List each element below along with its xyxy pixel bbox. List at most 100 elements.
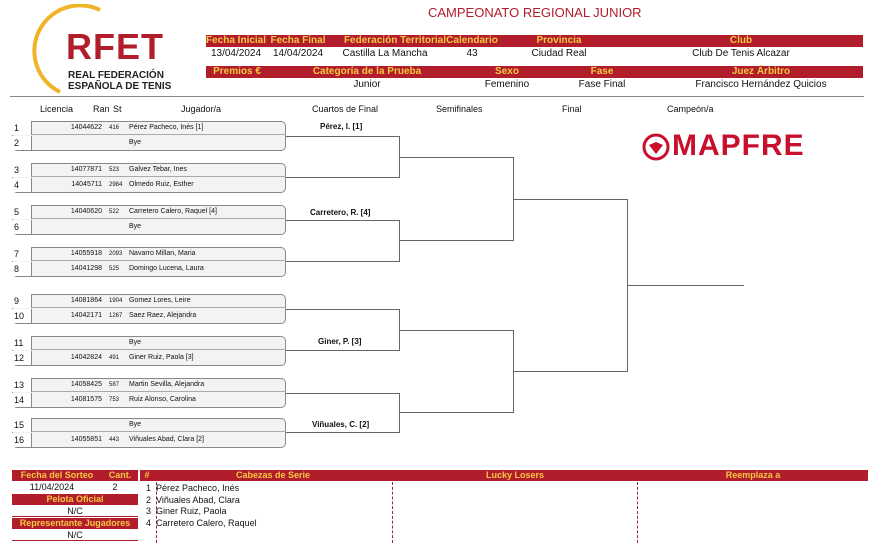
col-final: Final	[562, 104, 582, 114]
match-box	[12, 121, 286, 151]
final-bracket	[514, 199, 628, 372]
hdr-categoria: Categoría de la Prueba	[312, 66, 422, 77]
hdr-provincia: Provincia	[536, 35, 582, 46]
divider	[10, 96, 864, 97]
player-name: Bye	[129, 223, 142, 230]
player-rank: 525	[109, 266, 120, 272]
player-licence: 14055918	[70, 250, 102, 257]
player-rank: 2984	[109, 182, 123, 188]
val-categoria: Junior	[353, 79, 381, 90]
seed-num: 4	[146, 517, 152, 528]
footer: Fecha del Sorteo Cant. 11/04/2024 2 Pelo…	[0, 470, 869, 543]
hdr-sexo: Sexo	[495, 66, 519, 77]
player-row: 5 14040620 522 Carretero Calero, Raquel [4]	[12, 205, 286, 219]
seed-row: 4 Carretero Calero, Raquel	[146, 518, 257, 530]
draw-position: 4	[12, 178, 32, 192]
draw-position: 2	[12, 136, 32, 150]
page-title: CAMPEONATO REGIONAL JUNIOR	[428, 5, 642, 20]
draw-position: 13	[12, 378, 32, 392]
foot-cant-label: Cant.	[102, 470, 138, 481]
hdr-calendario: Calendario	[446, 35, 498, 46]
mapfre-emblem-icon	[642, 133, 670, 161]
player-licence: 14040620	[70, 208, 102, 215]
foot-cabezas-label: Cabezas de Serie	[154, 470, 392, 481]
player-row: 6 Bye	[12, 220, 286, 234]
col-cuartos: Cuartos de Final	[312, 104, 379, 114]
logo-text: RFET	[66, 26, 164, 67]
player-name: Saez Raez, Alejandra	[129, 312, 197, 319]
rfet-logo: RFET REAL FEDERACIÓN ESPAÑOLA DE TENIS	[30, 4, 195, 94]
hdr-fecha-final: Fecha Final	[270, 35, 326, 46]
draw-position: 12	[12, 351, 32, 365]
info-header-row-2: Premios € Categoría de la Prueba Sexo Fa…	[206, 66, 863, 78]
champion-line	[628, 285, 744, 287]
info-value-row-1: 13/04/2024 14/04/2024 Castilla La Mancha…	[206, 48, 863, 60]
info-header-row-1: Fecha Inicial Fecha Final Federación Ter…	[206, 35, 863, 47]
foot-repr-value: N/C	[12, 530, 138, 541]
player-rank: 416	[109, 125, 120, 131]
player-licence: 14077871	[70, 166, 102, 173]
draw-position: 10	[12, 309, 32, 323]
qf-bracket	[286, 393, 400, 433]
match-box	[12, 163, 286, 193]
player-rank: 1267	[109, 313, 123, 319]
player-name: Carretero Calero, Raquel [4]	[129, 208, 217, 215]
logo-sub1: REAL FEDERACIÓN	[68, 70, 164, 81]
qf-winner-4: Viñuales, C. [2]	[312, 420, 370, 429]
seed-name: Pérez Pacheco, Inés	[156, 483, 240, 493]
player-rank: 522	[109, 209, 120, 215]
player-licence: 14041298	[70, 265, 102, 272]
player-licence: 14044622	[70, 124, 102, 131]
foot-pelota-label: Pelota Oficial	[12, 494, 138, 505]
player-name: Bye	[129, 139, 142, 146]
seed-name: Carretero Calero, Raquel	[156, 517, 257, 528]
match-box	[12, 378, 286, 408]
player-licence: 14081864	[70, 297, 102, 304]
seed-row: 3 Giner Ruiz, Paola	[146, 506, 257, 518]
player-name: Domingo Lucena, Laura	[129, 265, 204, 272]
foot-pelota-value: N/C	[12, 506, 138, 517]
seed-name: Viñuales Abad, Clara	[156, 494, 240, 505]
col-st: St	[113, 104, 122, 114]
draw-position: 7	[12, 247, 32, 261]
qf-bracket	[286, 220, 400, 262]
draw-position: 1	[12, 121, 32, 135]
player-name: Ruiz Alonso, Carolina	[129, 396, 196, 403]
foot-cant-value: 2	[112, 482, 118, 492]
seed-row: 1 Pérez Pacheco, Inés	[146, 483, 257, 495]
foot-sorteo-label: Fecha del Sorteo	[12, 470, 102, 481]
qf-bracket	[286, 309, 400, 351]
info-value-row-2: Junior Femenino Fase Final Francisco Her…	[206, 79, 863, 91]
seed-num: 1	[146, 483, 152, 493]
tennis-ball-icon	[32, 4, 101, 94]
col-jugador: Jugador/a	[181, 104, 222, 114]
seed-list: 1 Pérez Pacheco, Inés 2 Viñuales Abad, C…	[146, 483, 257, 529]
player-rank: 491	[109, 355, 120, 361]
seed-num: 2	[146, 494, 152, 505]
draw-position: 6	[12, 220, 32, 234]
match-box	[12, 247, 286, 277]
player-name: Martin Sevilla, Alejandra	[129, 381, 205, 388]
foot-reemplaza-label: Reemplaza a	[638, 470, 868, 481]
hdr-fecha-inicial: Fecha Inicial	[206, 35, 267, 46]
draw-position: 9	[12, 294, 32, 308]
hdr-club: Club	[729, 35, 753, 46]
foot-col-div-2	[392, 482, 393, 543]
hdr-federacion: Federación Territorial	[343, 35, 447, 46]
qf-winner-2: Carretero, R. [4]	[310, 208, 371, 217]
draw-position: 5	[12, 205, 32, 219]
player-name: Galvez Tebar, Ines	[129, 166, 187, 173]
hdr-fase: Fase	[590, 66, 614, 77]
match-box	[12, 336, 286, 366]
player-name: Navarro Millan, Maria	[129, 250, 196, 257]
seed-name: Giner Ruiz, Paola	[156, 506, 227, 516]
player-rank: 443	[109, 437, 120, 443]
player-name: Giner Ruiz, Paola [3]	[129, 354, 194, 361]
